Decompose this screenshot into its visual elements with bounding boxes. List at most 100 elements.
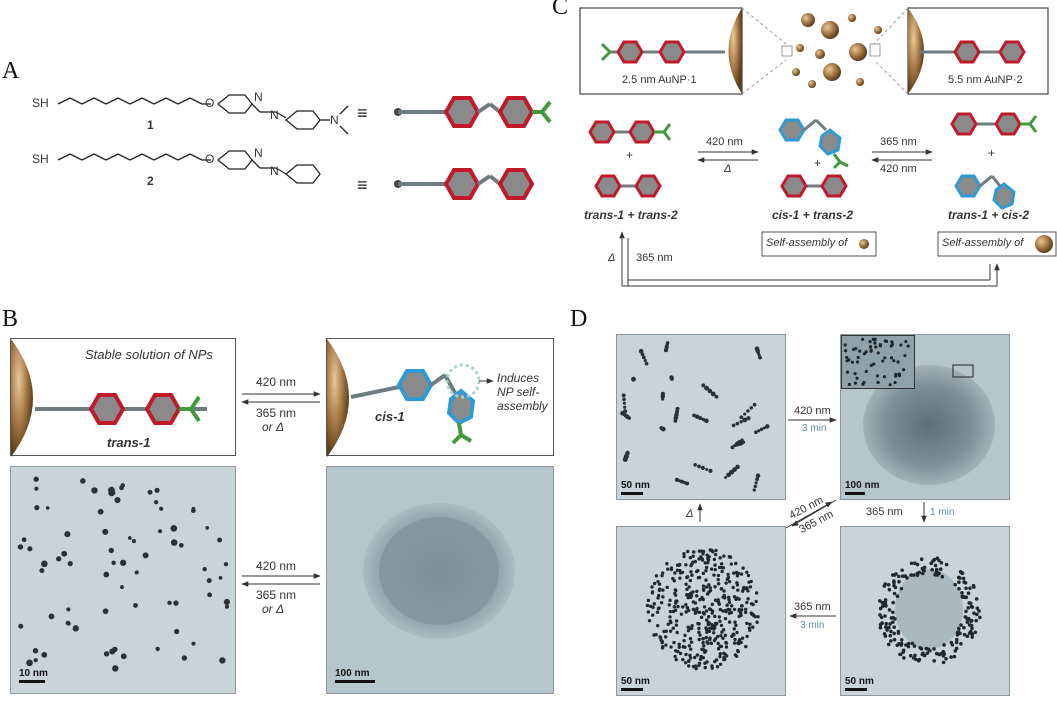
nanoparticle: [142, 552, 149, 559]
panel-d: 50 nm 100 nm 50 nm 50 nm: [560, 330, 1057, 709]
nanoparticle: [689, 570, 693, 574]
nanoparticle: [707, 629, 712, 633]
nanoparticle: [740, 589, 745, 593]
nanoparticle: [753, 484, 757, 489]
nanoparticle: [119, 559, 127, 566]
nanoparticle: [718, 644, 722, 649]
plus-right: +: [988, 146, 996, 160]
nanoparticle: [888, 383, 892, 387]
induces-label: Induces NP self-assembly: [497, 371, 548, 413]
nanoparticle: [716, 641, 720, 646]
nanoparticle: [878, 344, 882, 348]
nanoparticle: [658, 635, 663, 640]
nanoparticle: [707, 388, 713, 394]
nanoparticle: [726, 572, 730, 577]
d-top-420: 420 nm: [794, 405, 831, 417]
nanoparticle: [687, 664, 691, 668]
nanoparticle: [720, 630, 724, 634]
compound2-thiol: SH: [32, 152, 49, 166]
nanoparticle: [752, 402, 757, 407]
panel-c: 2.5 nm AuNP·1 5.5 nm AuNP·2 + + + trans-…: [560, 0, 1057, 300]
nanoparticle: [886, 642, 891, 647]
nanoparticle: [935, 556, 940, 561]
nanoparticle: [167, 600, 172, 606]
b-bot-420: 420 nm: [256, 559, 297, 573]
nanoparticle: [919, 557, 924, 561]
nanoparticle: [674, 657, 678, 662]
nanoparticle: [938, 567, 943, 572]
arrow12-top: 420 nm: [706, 136, 743, 148]
nanoparticle: [131, 539, 136, 544]
nanoparticle: [727, 555, 732, 559]
nanoparticle: [654, 574, 659, 578]
nanoparticle: [911, 573, 916, 577]
nanoparticle: [662, 629, 666, 634]
nanoparticle: [733, 620, 737, 624]
nanoparticle: [661, 595, 665, 599]
nanoparticle: [45, 506, 50, 510]
nanoparticle: [876, 351, 880, 355]
nanoparticle: [757, 429, 761, 433]
nanoparticle: [739, 611, 743, 615]
dispersed-nanoparticles: [17, 476, 231, 672]
nanoparticle: [972, 611, 976, 615]
nanoparticle: [932, 647, 936, 651]
nanoparticle: [875, 374, 880, 378]
nanoparticle: [178, 542, 184, 548]
nanoparticle: [725, 577, 730, 581]
nanoparticle: [900, 568, 904, 573]
np1-label: 2.5 nm AuNP·1: [622, 74, 697, 86]
nanoparticle: [897, 579, 901, 584]
nanoparticle: [740, 636, 745, 640]
nanoparticle: [134, 570, 139, 575]
nanoparticle: [218, 576, 223, 580]
panel-d-arrows: [697, 417, 927, 619]
compound1-number: 1: [147, 118, 154, 132]
nanoparticle: [724, 654, 729, 658]
nanoparticle: [732, 641, 737, 645]
nanoparticle: [732, 467, 737, 472]
arrow23-bottom: 420 nm: [880, 163, 917, 175]
nanoparticle: [638, 348, 644, 354]
nanoparticle: [968, 586, 972, 590]
nanoparticle: [673, 571, 677, 575]
nanoparticle: [899, 586, 904, 591]
nanoparticle: [892, 625, 897, 629]
nanoparticle: [676, 604, 680, 609]
nanoparticle: [704, 565, 709, 570]
nanoparticle: [56, 556, 62, 562]
nanoparticle: [34, 505, 40, 511]
nanoparticle: [734, 597, 738, 601]
nanoparticle: [967, 631, 972, 635]
compound1-thiol: SH: [32, 96, 49, 110]
nanoparticle: [692, 413, 696, 418]
nanoparticle: [643, 358, 647, 363]
nanoparticle: [913, 657, 918, 662]
nanoparticle: [660, 646, 665, 650]
nanoparticle: [685, 481, 690, 486]
nanoparticle: [855, 376, 859, 380]
nanoparticle: [962, 580, 966, 584]
nanoparticle: [920, 652, 925, 657]
nanoparticle: [711, 624, 715, 629]
nanoparticle: [731, 423, 736, 428]
nanoparticle: [920, 571, 925, 576]
nanoparticle: [726, 595, 731, 600]
nanoparticle: [669, 645, 673, 649]
b-top-420: 420 nm: [256, 375, 297, 389]
nanoparticle: [887, 587, 892, 592]
nanoparticle: [704, 569, 708, 573]
nanoparticle: [962, 625, 966, 630]
nanoparticle: [120, 585, 124, 590]
nanoparticle: [727, 607, 732, 612]
nanoparticle: [174, 628, 180, 635]
nanoparticle: [903, 353, 907, 358]
nanoparticle: [66, 607, 71, 612]
nanoparticle: [740, 608, 744, 612]
nanoparticle: [912, 561, 917, 566]
nanoparticle: [724, 641, 729, 645]
nanoparticle: [909, 573, 913, 577]
nanoparticle: [962, 632, 967, 637]
nanoparticle: [755, 477, 760, 482]
nanoparticle: [970, 635, 975, 639]
